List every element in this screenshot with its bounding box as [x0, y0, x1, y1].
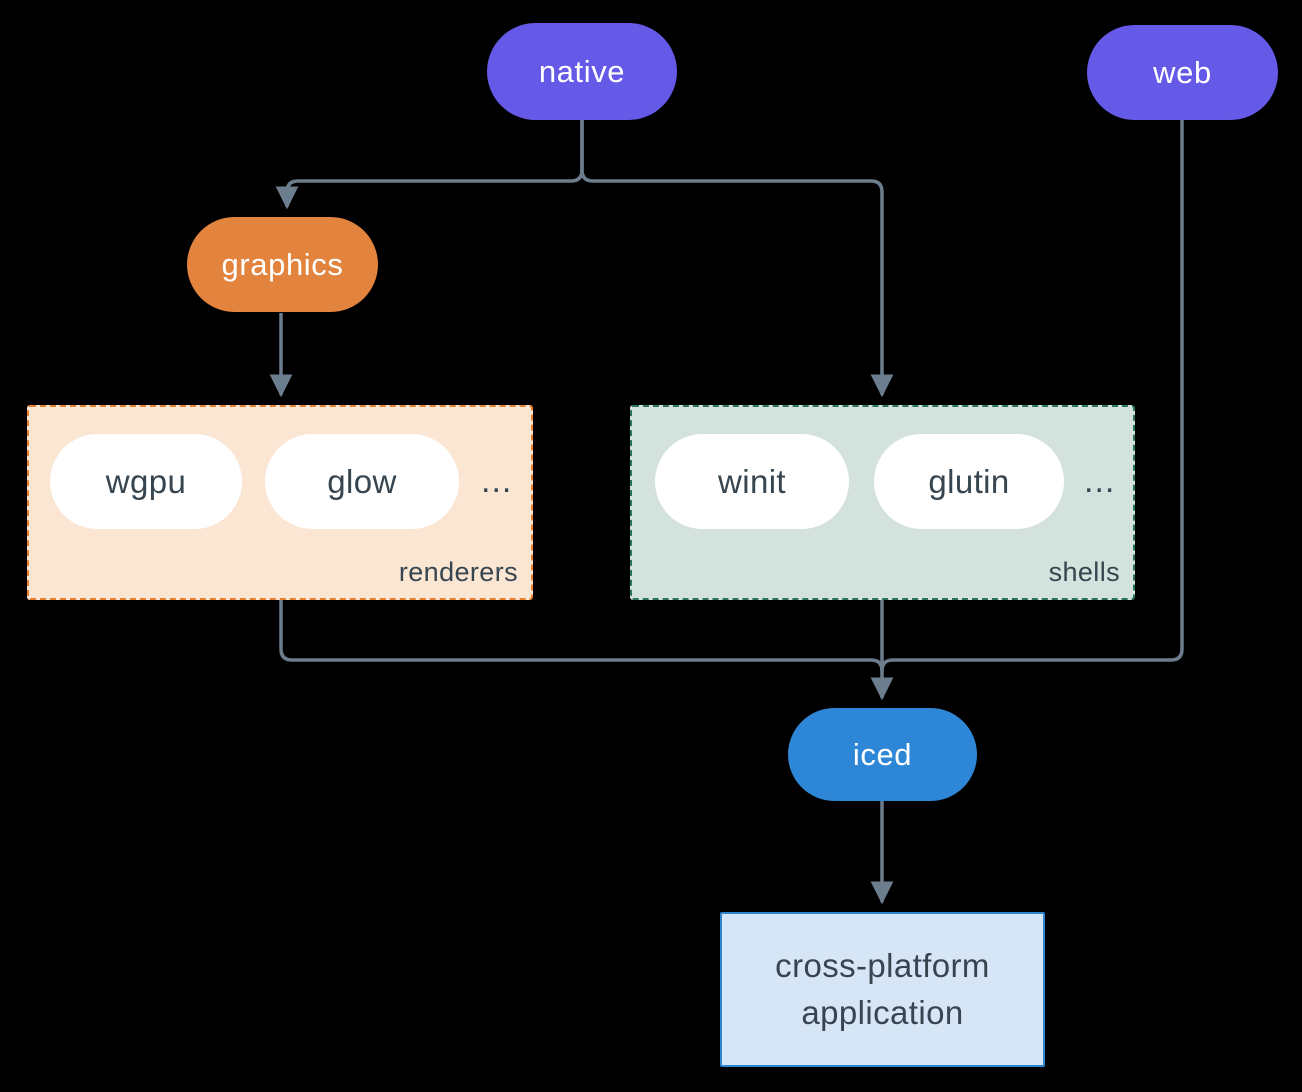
shells-ellipsis: ...: [1084, 462, 1116, 500]
edge-native-to-shells: [580, 120, 894, 398]
shells-group-label: shells: [1048, 557, 1120, 587]
renderers-ellipsis: ...: [481, 462, 513, 500]
node-winit: winit: [655, 434, 849, 529]
node-iced-label: iced: [852, 736, 913, 772]
node-iced: iced: [788, 708, 977, 801]
node-web-label: web: [1153, 54, 1212, 90]
node-glutin-label: glutin: [928, 462, 1010, 500]
app-label-line2: application: [801, 993, 964, 1031]
node-native: native: [487, 23, 677, 120]
node-glutin: glutin: [874, 434, 1064, 529]
node-cross-platform-application: cross-platform application: [720, 912, 1045, 1067]
node-native-label: native: [538, 53, 626, 89]
node-glow: glow: [265, 434, 459, 529]
node-winit-label: winit: [717, 462, 787, 500]
node-graphics: graphics: [187, 217, 378, 312]
node-web: web: [1087, 25, 1278, 120]
app-label-line1: cross-platform: [775, 946, 990, 984]
node-wgpu: wgpu: [50, 434, 242, 529]
renderers-group: wgpu glow ... renderers: [27, 405, 533, 600]
node-graphics-label: graphics: [221, 246, 344, 282]
node-glow-label: glow: [327, 462, 397, 500]
shells-group: winit glutin ... shells: [630, 405, 1135, 600]
renderers-group-label: renderers: [398, 557, 518, 587]
node-wgpu-label: wgpu: [105, 462, 187, 500]
